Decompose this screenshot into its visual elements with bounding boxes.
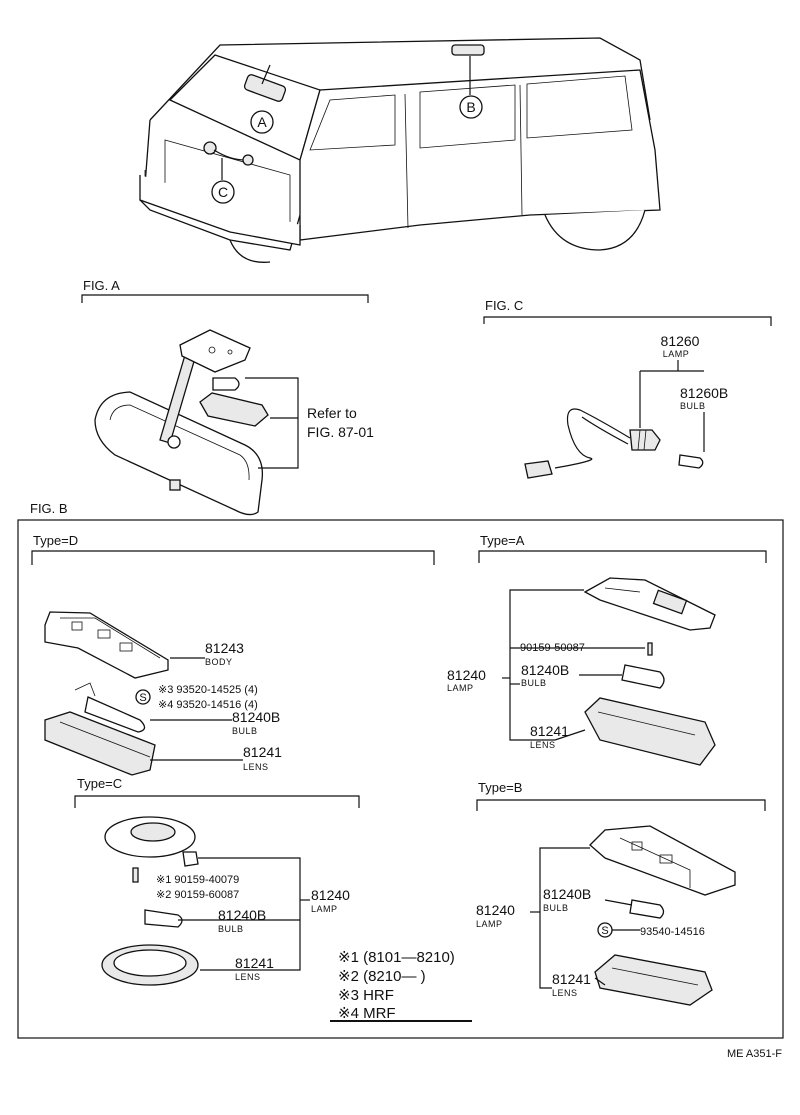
type-d-bulb-label: BULB <box>232 726 258 736</box>
type-d: Type=D S 81243 BODY ※3 93520-14525 (4) ※… <box>31 533 435 776</box>
type-c-lamp-label: LAMP <box>311 904 338 914</box>
type-a-bulb-label: BULB <box>521 678 547 688</box>
fig-c: FIG. C 81260 LAMP 81260B BULB <box>483 298 772 479</box>
type-a-header: Type=A <box>480 533 525 548</box>
type-a-lens-label: LENS <box>530 740 556 750</box>
type-d-body-label: BODY <box>205 657 233 667</box>
fig-a-bulb <box>212 377 240 391</box>
type-a-lens-number: 81241 <box>530 723 569 739</box>
type-d-header: Type=D <box>33 533 78 548</box>
type-a: Type=A 90159-50087 81240 LAMP 81240B BUL… <box>447 533 767 766</box>
type-c-lens-label: LENS <box>235 972 261 982</box>
callout-c <box>211 180 235 204</box>
fig-c-bulb-label: BULB <box>680 401 706 411</box>
type-b-lamp-label: LAMP <box>476 919 503 929</box>
type-c-bulb-number: 81240B <box>218 907 266 923</box>
type-d-screw3: ※3 93520-14525 (4) <box>158 684 258 696</box>
type-a-screw-number: 90159-50087 <box>520 642 585 654</box>
van-illustration: A B C <box>139 37 661 263</box>
type-c-screw <box>132 867 139 883</box>
fig-b-title: FIG. B <box>30 501 68 516</box>
fig-c-bulb <box>678 454 704 469</box>
rear-view-mirror <box>94 391 264 516</box>
fig-c-title: FIG. C <box>485 298 523 313</box>
type-d-screw-callout-label: S <box>139 692 146 704</box>
type-a-lamp-label: LAMP <box>447 683 474 693</box>
fig-a-refer-line2: FIG. 87-01 <box>307 424 374 440</box>
type-d-lens <box>44 711 156 776</box>
type-d-screw4: ※4 93520-14516 (4) <box>158 699 258 711</box>
note-2: ※2 (8210— ) <box>338 968 426 985</box>
type-d-lens-number: 81241 <box>243 744 282 760</box>
callout-b-label: B <box>466 99 475 115</box>
notes-legend: ※1 (8101—8210) ※2 (8210— ) ※3 HRF ※4 MRF <box>330 949 472 1022</box>
fig-a: FIG. A Refer to FIG. 87-01 <box>81 278 374 516</box>
type-b: Type=B S 81240 LAMP 81240B BULB 93540-14… <box>476 780 766 1006</box>
mirror-clip <box>169 479 181 491</box>
type-c-lamp-number: 81240 <box>311 887 350 903</box>
type-d-body-number: 81243 <box>205 640 244 656</box>
type-b-lens-label: LENS <box>552 988 578 998</box>
type-d-screw-callout <box>135 689 151 705</box>
type-a-lens <box>584 697 716 766</box>
fig-c-wire <box>554 408 631 469</box>
callout-a-label: A <box>257 114 267 130</box>
type-d-bulb-number: 81240B <box>232 709 280 725</box>
type-b-lamp-number: 81240 <box>476 902 515 918</box>
note-3: ※3 HRF <box>338 987 394 1004</box>
fig-c-lamp-label: LAMP <box>663 349 690 359</box>
type-d-body <box>44 611 169 679</box>
type-b-lens <box>594 954 713 1006</box>
type-c: Type=C ※1 90159-40079 ※2 90159-60087 812… <box>74 776 360 986</box>
footer-code: ME A351-F <box>727 1048 782 1060</box>
type-a-screw <box>647 642 653 656</box>
type-d-bulb <box>84 696 146 733</box>
fig-a-title: FIG. A <box>83 278 120 293</box>
fig-a-lamp <box>199 392 269 427</box>
type-c-bulb-label: BULB <box>218 924 244 934</box>
type-a-lamp-number: 81240 <box>447 667 486 683</box>
type-b-bulb-number: 81240B <box>543 886 591 902</box>
type-a-lamp-body <box>583 577 716 631</box>
type-c-screw1: ※1 90159-40079 <box>156 874 239 886</box>
type-a-bulb <box>621 664 665 689</box>
type-c-header: Type=C <box>77 776 122 791</box>
type-c-screw2: ※2 90159-60087 <box>156 889 239 901</box>
note-4: ※4 MRF <box>338 1005 396 1022</box>
fig-c-bulb-number: 81260B <box>680 385 728 401</box>
fig-c-connector <box>524 460 553 479</box>
callout-a <box>250 110 274 134</box>
type-c-lens-number: 81241 <box>235 955 274 971</box>
type-b-bulb <box>629 899 665 919</box>
type-b-screw-callout-label: S <box>601 925 608 937</box>
callout-c-label: C <box>218 184 228 200</box>
type-b-lens-number: 81241 <box>552 971 591 987</box>
fig-c-lamp-number: 81260 <box>661 333 700 349</box>
fig-a-refer-line1: Refer to <box>307 405 357 421</box>
type-b-screw-number: 93540-14516 <box>640 926 705 938</box>
type-b-header: Type=B <box>478 780 522 795</box>
type-d-lens-label: LENS <box>243 762 269 772</box>
type-b-lamp-body <box>589 825 736 896</box>
type-a-bulb-number: 81240B <box>521 662 569 678</box>
type-b-bulb-label: BULB <box>543 903 569 913</box>
callout-b <box>459 95 483 119</box>
fig-b-frame <box>17 519 784 1039</box>
note-1: ※1 (8101—8210) <box>338 949 455 966</box>
type-c-bulb <box>144 909 183 928</box>
